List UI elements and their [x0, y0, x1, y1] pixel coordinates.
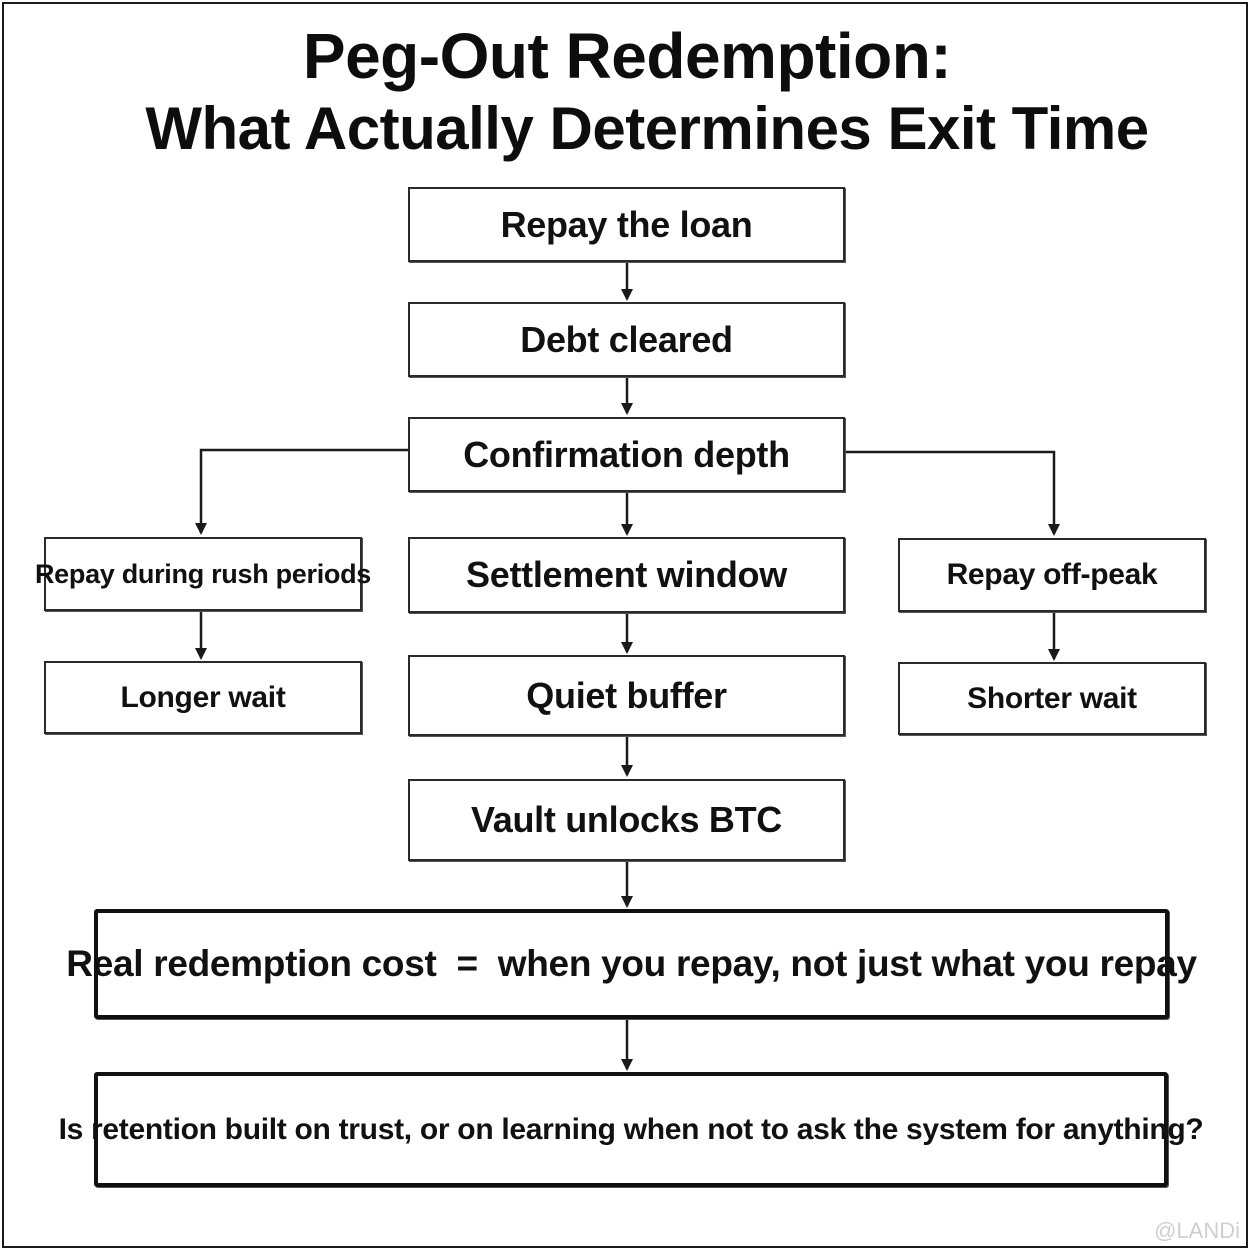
step-settlement-window-label: Settlement window — [466, 554, 787, 595]
step-vault-unlocks-btc-label: Vault unlocks BTC — [471, 799, 782, 840]
step-repay-the-loan-label: Repay the loan — [500, 203, 753, 245]
diagram-title-line-2: What Actually Determines Exit Time — [145, 95, 1149, 162]
branch-repay-offpeak-label: Repay off-peak — [946, 558, 1158, 591]
outcome-shorter-wait-label: Shorter wait — [967, 681, 1137, 715]
outcome-shorter-wait: Shorter wait — [898, 662, 1206, 735]
step-debt-cleared: Debt cleared — [408, 302, 845, 377]
closing-question: Is retention built on trust, or on learn… — [59, 1072, 1204, 1187]
step-vault-unlocks-btc: Vault unlocks BTC — [408, 779, 845, 861]
branch-repay-rush: Repay during rush periods — [35, 537, 371, 611]
step-quiet-buffer: Quiet buffer — [408, 655, 845, 736]
step-repay-the-loan: Repay the loan — [408, 187, 845, 262]
step-settlement-window: Settlement window — [408, 537, 845, 613]
conclusion-redemption-cost-label: Real redemption cost = when you repay, n… — [66, 943, 1197, 984]
step-quiet-buffer-label: Quiet buffer — [526, 674, 727, 716]
step-debt-cleared-label: Debt cleared — [520, 318, 733, 360]
closing-question-label: Is retention built on trust, or on learn… — [58, 1112, 1204, 1146]
step-confirmation-depth-label: Confirmation depth — [463, 433, 790, 475]
branch-repay-rush-label: Repay during rush periods — [34, 558, 372, 589]
conclusion-redemption-cost: Real redemption cost = when you repay, n… — [66, 909, 1197, 1019]
diagram-title-line-1: Peg-Out Redemption: — [302, 20, 952, 92]
step-confirmation-depth: Confirmation depth — [408, 417, 845, 492]
branch-repay-offpeak: Repay off-peak — [898, 538, 1206, 612]
watermark: @LANDi — [1154, 1218, 1240, 1243]
outcome-longer-wait-label: Longer wait — [120, 680, 286, 714]
outcome-longer-wait: Longer wait — [44, 661, 362, 734]
